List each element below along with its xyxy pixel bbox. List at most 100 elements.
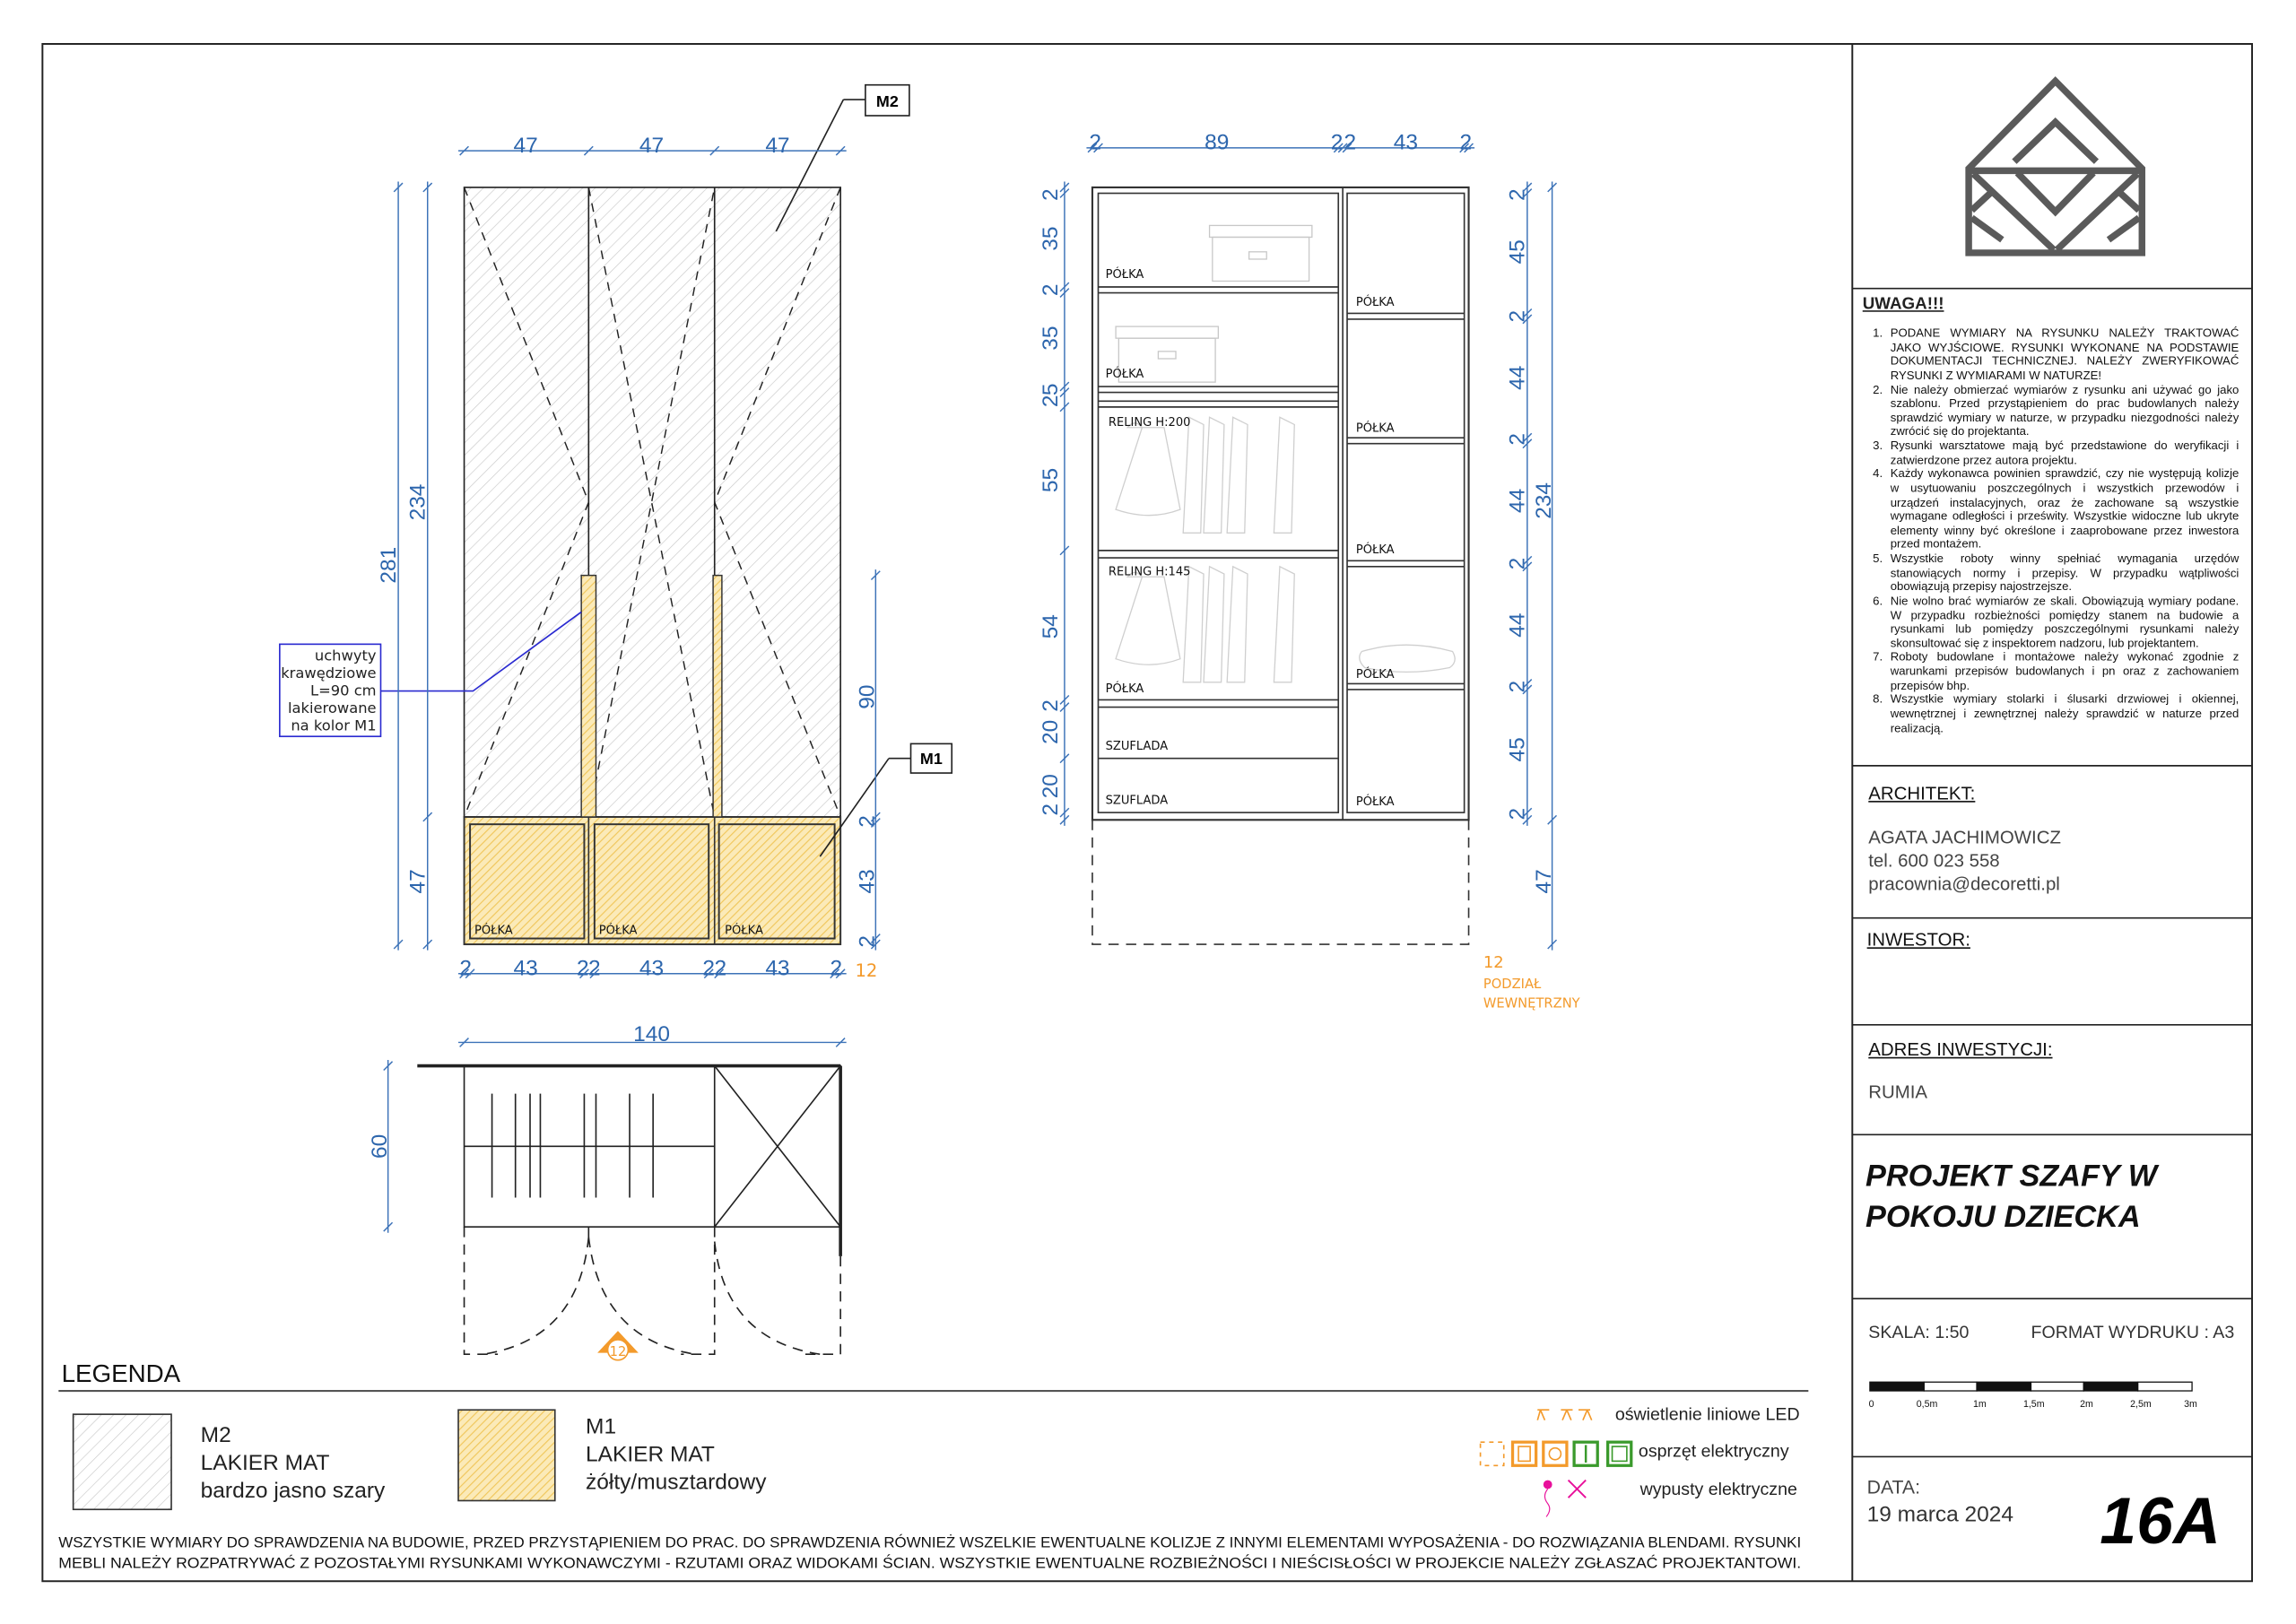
architect-phone: tel. 600 023 558 [1868,850,2000,872]
dimension-tick [459,968,469,979]
dimension-ticks [383,143,1558,1232]
project-title-line: POKOJU DZIECKA [1865,1200,2141,1235]
dimension-label: 44 [1506,613,1530,638]
dimension-tick [1522,814,1533,825]
notes-heading: UWAGA!!! [1862,295,1944,314]
storage-box-icon [1115,224,1313,383]
dimension-tick [1059,694,1070,705]
dimension-tick [1522,182,1533,193]
dimension-tick [1522,561,1533,572]
address-value: RUMIA [1868,1081,1928,1103]
note-number: 7. [1873,650,1883,664]
dimension-tick [1547,939,1558,950]
dimension-label: 55 [1039,468,1063,492]
dimension-label: 2 [1039,283,1063,296]
plan-view-marker: 12 [597,1331,639,1361]
dimension-label: 234 [405,484,430,521]
compartment-label: PÓŁKA [1356,795,1395,809]
note-item: 3.Rysunki warsztatowe mają być przedstaw… [1873,439,2239,467]
handle-note-leader [380,611,582,692]
dimension-tick [1522,807,1533,818]
project-title: PROJEKT SZAFY W POKOJU DZIECKA [1866,1157,2157,1238]
dimension-label: 2 [588,956,601,980]
legend-led-label: oświetlenie liniowe LED [1614,1403,1800,1425]
dimension-label: 43 [1394,131,1418,155]
scale-bar-label: 2m [2080,1399,2093,1410]
scale-bar-label: 0,5m [1917,1399,1938,1410]
scale-bar-label: 1m [1973,1399,1987,1410]
dimension-tick [1464,143,1474,153]
dimension-tick [714,968,725,979]
dimension-tick [1093,143,1103,153]
legend-m2-finish: LAKIER MAT [200,1450,330,1476]
dimension-label: 47 [405,869,430,893]
dimension-tick [1459,143,1470,153]
dimension-label: 281 [377,547,401,584]
scale-bar-label: 2,5m [2130,1399,2152,1410]
shelves-left [1098,286,1339,760]
dimension-tick [583,145,594,156]
company-logo [1965,76,2146,256]
dimension-tick [459,1038,469,1047]
dimension-tick [1522,679,1533,689]
legend-m2-text: M2 LAKIER MAT bardzo jasno szary [201,1421,386,1505]
compartment-label: RELING H:145 [1109,566,1191,579]
dimension-tick [422,182,433,193]
legend-swatch-m2 [72,1413,172,1511]
dimension-label: 44 [1506,489,1530,513]
dimension-tick [870,939,881,950]
project-title-line: PROJEKT SZAFY W [1865,1159,2158,1194]
dimension-label: 89 [1205,131,1229,155]
compartment-label: RELING H:200 [1109,416,1191,430]
dimension-tick [870,812,881,822]
dimension-tick [1059,188,1070,198]
note-item: 4.Każdy wykonawca powinien sprawdzić, cz… [1873,467,2239,551]
title-block-rows [1852,287,2253,1458]
dimension-label: 2 [702,956,715,980]
led-lighting-icon [1536,1409,1593,1420]
dimension-tick [703,968,714,979]
edge-handle [712,574,723,818]
section-reference: 12 [1483,953,1504,972]
dimension-tick [1333,143,1344,153]
dimension-tick [1059,182,1070,193]
scale-bar-label: 0 [1869,1399,1874,1410]
dimension-label: 47 [514,134,538,158]
dimension-tick [870,818,881,828]
plan-view [417,1064,842,1356]
dimension-label: 35 [1039,326,1063,351]
dimension-label: 2 [856,935,880,948]
legend-title: LEGENDA [62,1359,181,1387]
dimension-tick [1059,753,1070,764]
sheet-frame [41,42,2253,1583]
dimension-tick [1059,545,1070,556]
dimension-label: 5 [1039,383,1063,395]
note-number: 2. [1873,382,1883,396]
dimension-label: 45 [1506,737,1530,761]
dimension-tick [422,812,433,822]
compartment-label: SZUFLADA [1106,794,1169,807]
compartment-label: PÓŁKA [1356,421,1395,436]
dimension-label: 44 [1506,366,1530,390]
dimension-label: 43 [765,956,789,980]
note-text: Roboty budowlane i montażowe należy wyko… [1890,650,2239,692]
dimension-tick [1087,143,1098,153]
handle-note-line: L=90 cm [310,682,377,699]
dimension-tick [1342,143,1352,153]
dimension-label: 2 [1039,188,1063,201]
edge-handle [580,574,597,818]
dimension-label: 43 [856,869,880,893]
lower-cabinet-m1 [463,816,842,946]
dimension-label: 60 [368,1134,392,1159]
note-item: 2.Nie należy obmierzać wymiarów z rysunk… [1873,383,2239,439]
section-reference-text: PODZIAŁ [1483,977,1542,992]
dimension-tick [589,968,600,979]
dimension-label: 2 [1039,803,1063,816]
sheet-number: 16A [2100,1482,2222,1559]
dimension-tick [835,1038,846,1047]
note-text: Nie wolno brać wymiarów ze skali. Obowią… [1890,594,2239,650]
hanging-clothes-icon [1115,416,1456,673]
plinth-outline [1091,820,1470,945]
dimension-tick [870,570,881,581]
